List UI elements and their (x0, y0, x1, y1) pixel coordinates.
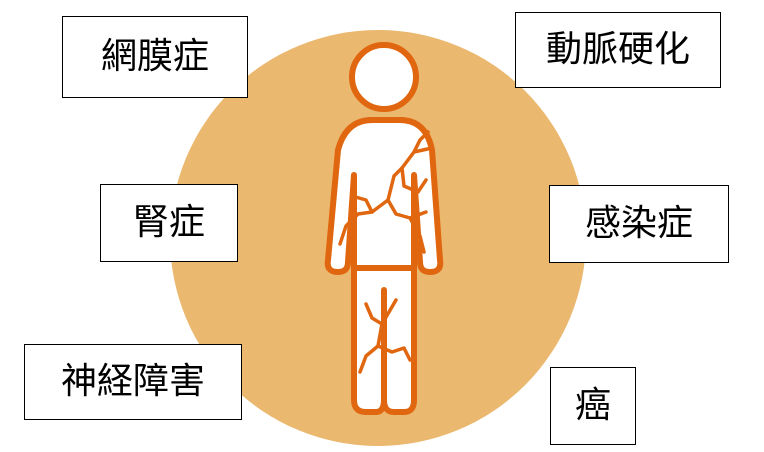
label-cancer: 癌 (550, 367, 636, 445)
label-infection: 感染症 (549, 185, 729, 263)
label-neuropathy: 神経障害 (24, 344, 242, 420)
label-retinopathy: 網膜症 (62, 16, 248, 98)
cracked-person-icon (324, 42, 444, 415)
label-nephropathy: 腎症 (100, 184, 238, 262)
label-arteriosclerosis: 動脈硬化 (515, 12, 721, 88)
